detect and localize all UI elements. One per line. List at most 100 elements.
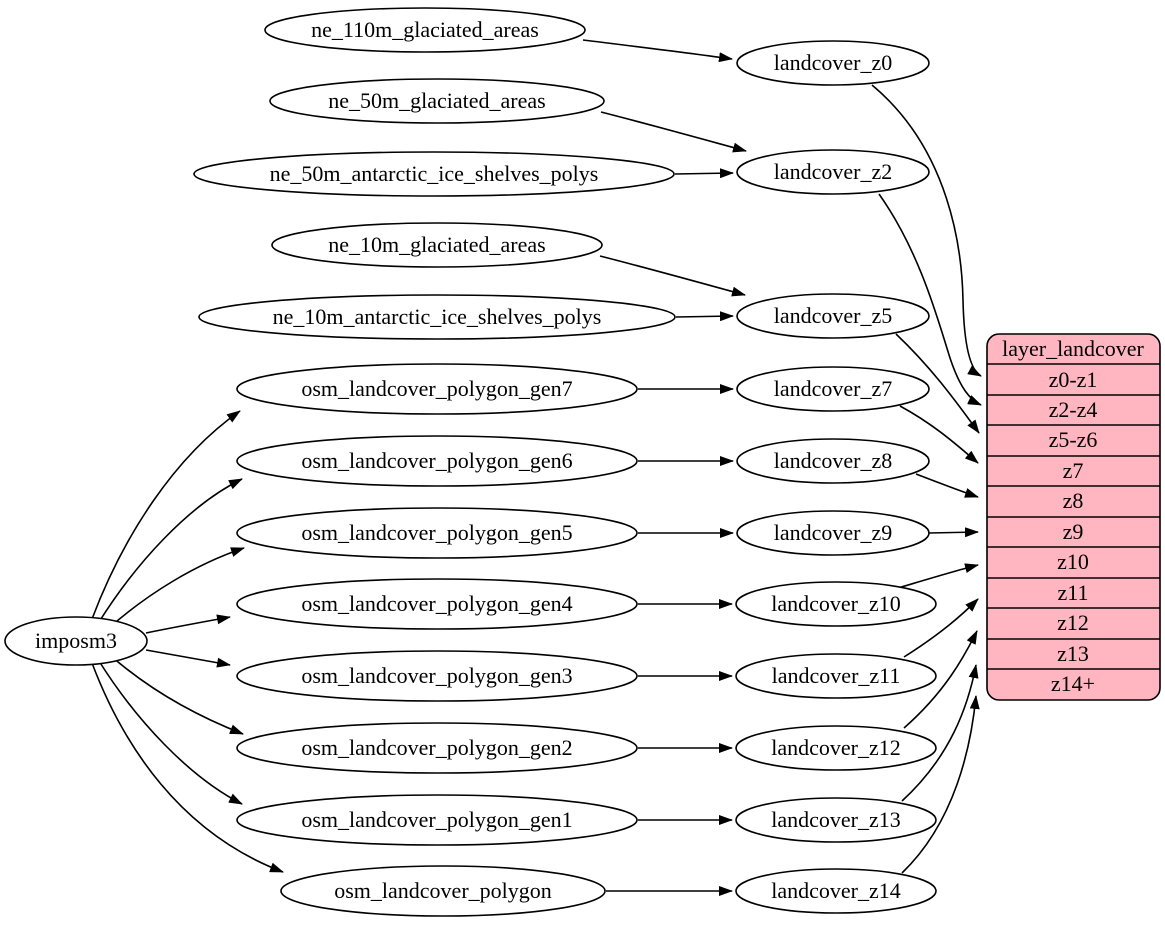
edge-imposm3-to-osm-landcover-polygon-gen6: [98, 478, 243, 623]
node-shape: [280, 865, 606, 917]
node-osm-landcover-polygon-gen4: osm_landcover_polygon_gen4: [236, 578, 638, 630]
node-osm-landcover-polygon-gen3: osm_landcover_polygon_gen3: [236, 650, 638, 702]
node-label: landcover_z0: [774, 50, 893, 75]
node-shape: [271, 222, 603, 268]
node-shape: [735, 868, 937, 914]
node-label: osm_landcover_polygon_gen2: [301, 735, 572, 760]
edge-landcover-z13-to-row-z13: [901, 664, 979, 802]
node-shape: [269, 78, 605, 124]
node-osm-landcover-polygon-gen5: osm_landcover_polygon_gen5: [236, 507, 638, 559]
table-row-z5-z6: z5-z6: [1049, 427, 1098, 452]
layer-landcover-header: layer_landcover: [1002, 336, 1144, 361]
node-imposm3: imposm3: [4, 616, 148, 666]
table-row-z10: z10: [1057, 549, 1089, 574]
node-landcover-z12: landcover_z12: [735, 725, 937, 771]
node-label: osm_landcover_polygon_gen7: [301, 376, 572, 401]
edge-ne-50m-glaciated-areas-to-landcover-z2: [600, 111, 747, 153]
edge-imposm3-to-osm-landcover-polygon-gen4: [145, 614, 231, 634]
node-shape: [735, 581, 937, 627]
edge-landcover-z11-to-row-z11: [903, 598, 979, 658]
node-label: ne_10m_antarctic_ice_shelves_polys: [273, 304, 602, 329]
node-landcover-z5: landcover_z5: [736, 293, 930, 339]
node-osm-landcover-polygon-gen1: osm_landcover_polygon_gen1: [236, 794, 638, 846]
node-ne-10m-glaciated-areas: ne_10m_glaciated_areas: [271, 222, 603, 268]
table-row-z9: z9: [1063, 519, 1084, 544]
edge-ne-50m-antarctic-ice-shelves-polys-to-landcover-z2: [674, 168, 734, 179]
edge-imposm3-to-osm-landcover-polygon-gen7: [91, 410, 241, 620]
node-landcover-z14: landcover_z14: [735, 868, 937, 914]
edge-imposm3-to-osm-landcover-polygon-gen1: [98, 660, 243, 805]
node-shape: [736, 293, 930, 339]
node-shape: [236, 507, 638, 559]
edge-ne-10m-antarctic-ice-shelves-polys-to-landcover-z5: [675, 311, 734, 322]
node-shape: [264, 7, 586, 53]
edge-imposm3-to-osm-landcover-polygon-gen2: [110, 655, 244, 735]
node-landcover-z10: landcover_z10: [735, 581, 937, 627]
node-shape: [236, 578, 638, 630]
node-shape: [736, 510, 930, 556]
node-label: ne_10m_glaciated_areas: [328, 232, 545, 257]
node-label: landcover_z7: [774, 376, 893, 401]
edge-landcover-z0-to-row-z0-z1: [871, 84, 982, 377]
table-row-z11: z11: [1058, 580, 1089, 605]
node-osm-landcover-polygon-gen2: osm_landcover_polygon_gen2: [236, 722, 638, 774]
node-landcover-z0: landcover_z0: [736, 40, 930, 86]
node-label: landcover_z11: [772, 663, 901, 688]
node-label: ne_50m_glaciated_areas: [328, 88, 545, 113]
edge-layer: [91, 39, 982, 896]
edge-imposm3-to-osm-landcover-polygon-gen5: [109, 547, 245, 628]
node-shape: [736, 149, 930, 195]
node-label: osm_landcover_polygon_gen5: [301, 520, 572, 545]
edge-imposm3-to-osm-landcover-polygon-gen3: [145, 649, 231, 668]
node-label: osm_landcover_polygon_gen3: [301, 663, 572, 688]
node-shape: [735, 653, 937, 699]
table-row-z2-z4: z2-z4: [1049, 397, 1098, 422]
node-shape: [236, 363, 638, 415]
edge-landcover-z14-to-row-z14plus: [901, 695, 980, 874]
table-row-z8: z8: [1063, 488, 1084, 513]
edge-landcover-z2-to-row-z2-z4: [878, 193, 982, 406]
node-landcover-z13: landcover_z13: [735, 797, 937, 843]
node-label: osm_landcover_polygon_gen6: [301, 448, 572, 473]
node-ne-50m-antarctic-ice-shelves-polys: ne_50m_antarctic_ice_shelves_polys: [193, 151, 675, 197]
node-landcover-z9: landcover_z9: [736, 510, 930, 556]
table-row-z13: z13: [1057, 641, 1089, 666]
edge-landcover-z10-to-row-z10: [897, 563, 979, 589]
node-ne-110m-glaciated-areas: ne_110m_glaciated_areas: [264, 7, 586, 53]
node-label: landcover_z14: [771, 878, 901, 903]
node-landcover-z8: landcover_z8: [736, 438, 930, 484]
node-label: osm_landcover_polygon_gen1: [301, 807, 572, 832]
node-label: osm_landcover_polygon_gen4: [301, 591, 572, 616]
node-label: ne_110m_glaciated_areas: [311, 17, 539, 42]
edge-ne-10m-glaciated-areas-to-landcover-z5: [599, 255, 746, 297]
node-label: landcover_z13: [771, 807, 901, 832]
node-landcover-z2: landcover_z2: [736, 149, 930, 195]
node-imposm3-shape: [4, 616, 148, 666]
node-shape: [193, 151, 675, 197]
table-row-z7: z7: [1063, 458, 1084, 483]
node-shape: [736, 366, 930, 412]
node-shape: [735, 797, 937, 843]
edge-landcover-z5-to-row-z5-z6: [895, 333, 980, 434]
edge-imposm3-to-osm-landcover-polygon: [91, 662, 284, 873]
node-label: landcover_z12: [771, 735, 901, 760]
node-shape: [236, 435, 638, 487]
node-label: ne_50m_antarctic_ice_shelves_polys: [270, 161, 599, 186]
node-osm-landcover-polygon-gen6: osm_landcover_polygon_gen6: [236, 435, 638, 487]
node-landcover-z7: landcover_z7: [736, 366, 930, 412]
edge-landcover-z7-to-row-z7: [899, 405, 979, 464]
node-shape: [236, 650, 638, 702]
node-shape: [236, 794, 638, 846]
node-label: landcover_z9: [774, 520, 893, 545]
node-label: landcover_z5: [774, 303, 893, 328]
edge-landcover-z12-to-row-z12: [903, 630, 978, 729]
node-ne-50m-glaciated-areas: ne_50m_glaciated_areas: [269, 78, 605, 124]
layer-landcover-table: layer_landcover z0-z1 z2-z4 z5-z6 z7 z8 …: [986, 333, 1161, 701]
node-label: imposm3: [35, 628, 117, 653]
node-shape: [736, 438, 930, 484]
node-ne-10m-antarctic-ice-shelves-polys: ne_10m_antarctic_ice_shelves_polys: [198, 294, 676, 340]
node-osm-landcover-polygon: osm_landcover_polygon: [280, 865, 606, 917]
edge-ne-110m-glaciated-areas-to-landcover-z0: [582, 39, 733, 63]
